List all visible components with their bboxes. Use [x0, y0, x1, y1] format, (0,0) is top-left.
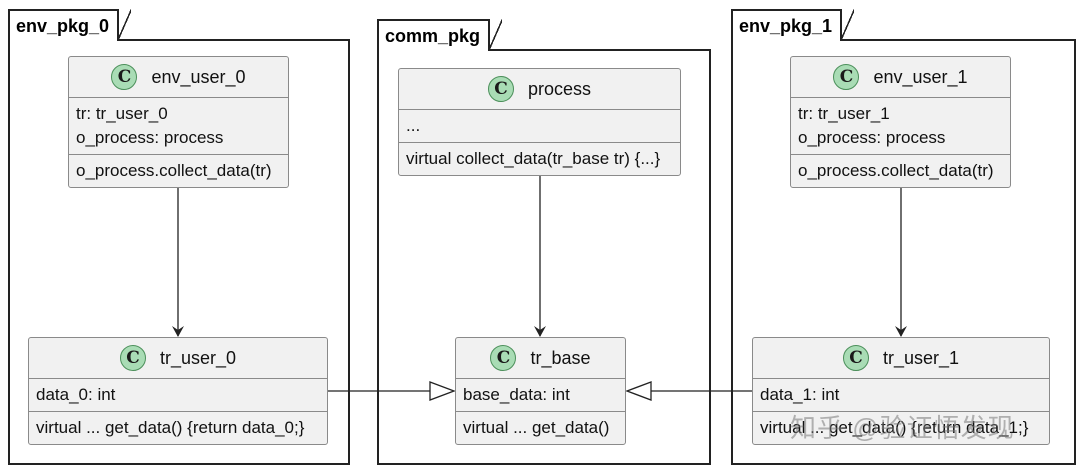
class-name: tr_user_0	[159, 347, 237, 368]
class-name: process	[527, 78, 592, 99]
package-tab-comm-pkg: comm_pkg	[377, 19, 503, 51]
class-icon: C	[842, 345, 869, 371]
method: o_process.collect_data(tr)	[798, 161, 994, 180]
package-tab-env-pkg-1: env_pkg_1	[731, 9, 855, 41]
field: data_1: int	[760, 385, 840, 404]
method: virtual ... get_data() {return data_0;}	[36, 418, 305, 437]
class-icon: C	[833, 64, 860, 90]
field: data_0: int	[36, 385, 116, 404]
field: tr: tr_user_1	[798, 104, 890, 123]
inherit-tr-user-0-triangle	[429, 381, 456, 401]
class-name: tr_user_1	[882, 347, 960, 368]
class-name: tr_base	[530, 347, 591, 368]
class-icon: C	[111, 64, 138, 90]
method: virtual ... get_data() {return data_1;}	[760, 418, 1029, 437]
class-icon: C	[487, 76, 514, 102]
inherit-tr-user-1-triangle	[625, 381, 652, 401]
field: o_process: process	[76, 128, 224, 147]
class-name: env_user_0	[151, 66, 246, 87]
method: virtual ... get_data()	[463, 418, 610, 437]
field: tr: tr_user_0	[76, 104, 168, 123]
method: virtual collect_data(tr_base tr) {...}	[406, 149, 661, 168]
class-name: env_user_1	[873, 66, 968, 87]
package-tab-env-pkg-0: env_pkg_0	[8, 9, 132, 41]
class-icon: C	[490, 345, 517, 371]
field: base_data: int	[463, 385, 570, 404]
field: ...	[406, 116, 421, 135]
field: o_process: process	[798, 128, 946, 147]
class-icon: C	[119, 345, 146, 371]
watermark: 知乎 @验证悟发现	[790, 413, 1015, 443]
method: o_process.collect_data(tr)	[76, 161, 272, 180]
